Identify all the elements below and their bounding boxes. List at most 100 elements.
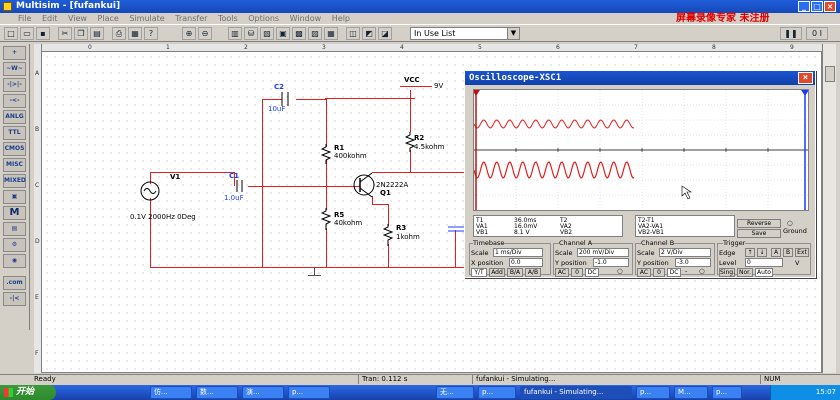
menu-tools[interactable]: Tools <box>217 14 238 23</box>
misc-digital-tool[interactable]: MISC <box>3 158 26 172</box>
scroll-thumb[interactable] <box>825 66 835 82</box>
menu-place[interactable]: Place <box>97 14 119 23</box>
ttl-tool[interactable]: TTL <box>3 126 26 140</box>
reverse-button[interactable]: Reverse <box>737 219 781 228</box>
oscilloscope-title-bar[interactable]: Oscilloscope-XSC1 × <box>465 71 815 85</box>
trigger-source-b-button[interactable]: B <box>783 248 793 257</box>
analog-tool[interactable]: ANLG <box>3 110 26 124</box>
close-icon[interactable]: × <box>798 72 813 84</box>
capacitor-c2-icon[interactable] <box>270 92 300 108</box>
forward-annotate-icon[interactable]: ◪ <box>378 27 392 40</box>
channel-a-radio-icon[interactable]: ○ <box>617 267 623 275</box>
capacitor-output-icon[interactable] <box>446 222 466 236</box>
in-use-list-dropdown[interactable]: In Use List ▼ <box>410 27 520 40</box>
place-bus-tool[interactable]: -|< <box>3 292 26 306</box>
channel-a-zero-button[interactable]: 0 <box>571 268 583 277</box>
x-position-field[interactable]: 0.0 <box>509 258 543 267</box>
channel-a-dc-button[interactable]: DC <box>585 268 599 277</box>
channel-a-ypos-field[interactable]: -1.0 <box>593 258 629 267</box>
taskbar-item[interactable]: M... <box>674 386 708 399</box>
transistors-tool[interactable]: -<- <box>3 94 26 108</box>
trigger-auto-button[interactable]: Auto <box>755 268 773 277</box>
trigger-normal-button[interactable]: Nor. <box>737 268 753 277</box>
mode-ab-button[interactable]: A/B <box>525 268 541 277</box>
misc-tool[interactable]: M <box>3 206 26 220</box>
save-button[interactable]: Save <box>737 229 781 238</box>
resistor-r2-icon[interactable] <box>405 132 417 152</box>
grapher-icon[interactable]: ▩ <box>292 27 306 40</box>
ground-radio-icon[interactable]: ○ <box>787 219 793 227</box>
electromechanical-tool[interactable]: ⚙ <box>3 238 26 252</box>
menu-file[interactable]: File <box>18 14 32 23</box>
timebase-scale-field[interactable]: 1 ms/Div <box>493 248 543 257</box>
trigger-single-button[interactable]: Sing. <box>719 268 735 277</box>
database-icon[interactable]: ⛁ <box>244 27 258 40</box>
mixed-tool[interactable]: MIXED <box>3 174 26 188</box>
ac-source-v1-icon[interactable] <box>138 180 162 202</box>
print-icon[interactable]: ⎙ <box>112 27 126 40</box>
resistor-r1-icon[interactable] <box>321 144 333 164</box>
channel-b-ypos-field[interactable]: -3.0 <box>675 258 711 267</box>
pause-simulation-button[interactable]: ❚❚ <box>780 27 802 40</box>
rising-edge-icon[interactable]: ↑ <box>745 248 755 257</box>
trigger-source-ext-button[interactable]: Ext <box>795 248 809 257</box>
menu-transfer[interactable]: Transfer <box>175 14 208 23</box>
maximize-button[interactable]: □ <box>811 1 823 12</box>
channel-b-radio-icon[interactable]: ○ <box>699 267 705 275</box>
run-simulation-switch[interactable]: 0 I <box>806 27 828 40</box>
taskbar-item[interactable]: 无... <box>436 386 474 399</box>
menu-window[interactable]: Window <box>289 14 322 23</box>
component-icon[interactable]: ▥ <box>228 27 242 40</box>
taskbar-item[interactable]: 数... <box>196 386 238 399</box>
channel-b-zero-button[interactable]: 0 <box>653 268 665 277</box>
channel-b-scale-field[interactable]: 2 V/Div <box>659 248 711 257</box>
resistor-r5-icon[interactable] <box>321 208 333 230</box>
cut-icon[interactable]: ✂ <box>58 27 72 40</box>
mode-add-button[interactable]: Add <box>489 268 505 277</box>
transistor-q1-icon[interactable] <box>352 170 376 200</box>
print-preview-icon[interactable]: ▦ <box>128 27 142 40</box>
vertical-scrollbar[interactable] <box>822 44 836 373</box>
menu-simulate[interactable]: Simulate <box>129 14 165 23</box>
spreadsheet-icon[interactable]: ▣ <box>276 27 290 40</box>
electrical-rules-icon[interactable]: ▦ <box>324 27 338 40</box>
capacitor-c1-icon[interactable] <box>230 180 250 194</box>
zoom-out-icon[interactable]: ⊖ <box>198 27 212 40</box>
channel-a-ac-button[interactable]: AC <box>555 268 569 277</box>
taskbar-item[interactable]: p... <box>288 386 330 399</box>
cmos-tool[interactable]: CMOS <box>3 142 26 156</box>
menu-options[interactable]: Options <box>248 14 280 23</box>
new-file-icon[interactable]: □ <box>4 27 18 40</box>
save-disk-icon[interactable]: ▪ <box>36 27 50 40</box>
close-button[interactable]: × <box>824 1 836 12</box>
trigger-level-field[interactable]: 0 <box>745 258 783 267</box>
rf-tool[interactable]: ▤ <box>3 222 26 236</box>
resistor-r3-icon[interactable] <box>383 224 395 246</box>
indicators-tool[interactable]: ▣ <box>3 190 26 204</box>
back-annotate-icon[interactable]: ◩ <box>362 27 376 40</box>
channel-a-scale-field[interactable]: 200 mV/Div <box>577 248 629 257</box>
ultiboard-icon[interactable]: ◫ <box>346 27 360 40</box>
oscilloscope-screen[interactable] <box>472 89 809 211</box>
zoom-in-icon[interactable]: ⊕ <box>182 27 196 40</box>
taskbar-item[interactable]: p... <box>712 386 742 399</box>
diodes-tool[interactable]: -|>|- <box>3 78 26 92</box>
minimize-button[interactable]: _ <box>798 1 810 12</box>
taskbar-item-active[interactable]: fufankui - Simulating... <box>520 386 632 399</box>
sources-tool[interactable]: + <box>3 46 26 60</box>
dotcom-tool[interactable]: .com <box>3 276 26 290</box>
create-component-icon[interactable]: ▧ <box>260 27 274 40</box>
channel-b-ac-button[interactable]: AC <box>637 268 651 277</box>
chevron-down-icon[interactable]: ▼ <box>507 28 519 39</box>
postprocessor-icon[interactable]: ▨ <box>308 27 322 40</box>
instruments-tool[interactable]: ◉ <box>3 254 26 268</box>
menu-view[interactable]: View <box>67 14 87 23</box>
help-icon[interactable]: ? <box>144 27 158 40</box>
taskbar-item[interactable]: p... <box>636 386 670 399</box>
open-folder-icon[interactable]: ▭ <box>20 27 34 40</box>
copy-icon[interactable]: ❐ <box>74 27 88 40</box>
cursor-t2-handle[interactable] <box>801 90 809 96</box>
menu-edit[interactable]: Edit <box>41 14 58 23</box>
cursor-t1-handle[interactable] <box>472 90 480 96</box>
taskbar-item[interactable]: 仿... <box>150 386 192 399</box>
